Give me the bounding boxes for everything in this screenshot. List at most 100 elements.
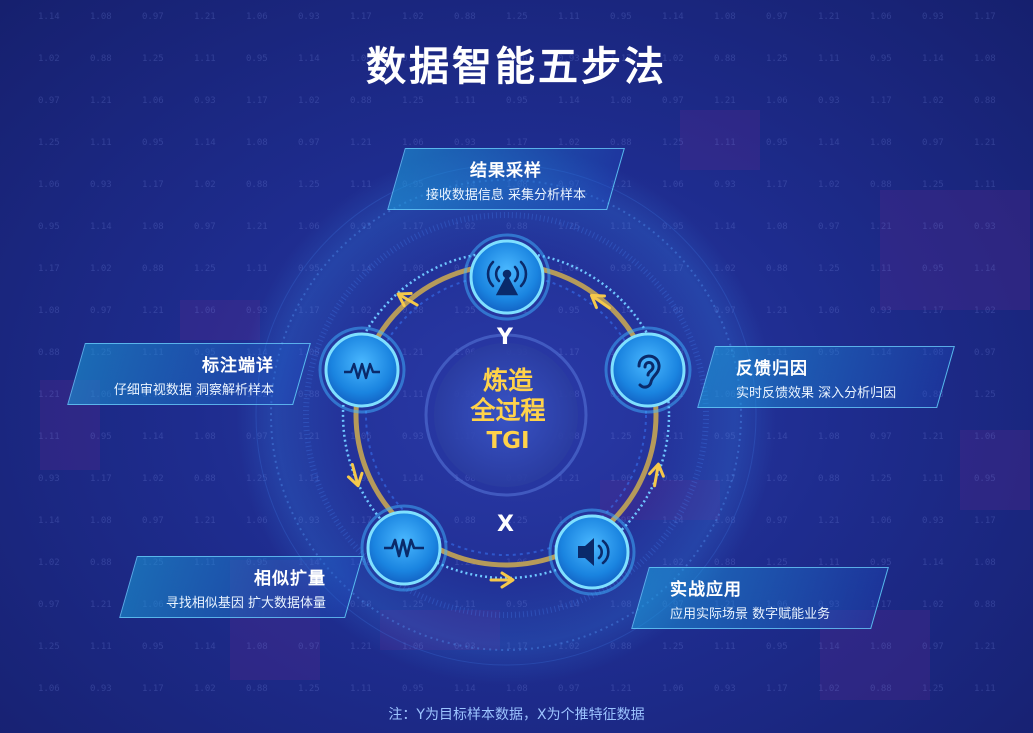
- center-label: 炼造 全过程 TGI: [438, 366, 578, 456]
- background-number: 1.17: [142, 684, 164, 694]
- background-number: 1.06: [974, 432, 996, 442]
- background-number: 1.06: [766, 96, 788, 106]
- background-number: 1.21: [922, 432, 944, 442]
- background-number: 1.25: [662, 642, 684, 652]
- background-number: 1.11: [870, 264, 892, 274]
- background-number: 1.17: [350, 12, 372, 22]
- background-number: 1.08: [246, 642, 268, 652]
- background-number: 1.11: [558, 12, 580, 22]
- speaker-icon: [578, 538, 610, 566]
- background-number: 0.97: [818, 222, 840, 232]
- background-number: 1.08: [766, 222, 788, 232]
- arrow-left: [346, 462, 364, 488]
- background-number: 1.06: [922, 222, 944, 232]
- background-number: 1.11: [90, 138, 112, 148]
- background-number: 1.11: [974, 180, 996, 190]
- background-number: 1.21: [90, 96, 112, 106]
- background-number: 0.88: [870, 684, 892, 694]
- background-number: 0.95: [870, 558, 892, 568]
- background-number: 1.17: [922, 306, 944, 316]
- background-number: 1.02: [402, 12, 424, 22]
- background-number: 1.06: [506, 54, 528, 64]
- background-number: 1.25: [922, 684, 944, 694]
- background-number: 0.95: [610, 12, 632, 22]
- node-practical-application: [548, 508, 636, 596]
- background-number: 1.14: [454, 684, 476, 694]
- mid-ring-dotted: [303, 212, 709, 618]
- background-shaded-cell: [960, 430, 1030, 510]
- background-number: 1.11: [90, 642, 112, 652]
- background-number: 1.25: [298, 180, 320, 190]
- background-number: 1.25: [506, 12, 528, 22]
- background-number: 1.21: [246, 222, 268, 232]
- background-number: 1.02: [922, 600, 944, 610]
- background-number: 1.25: [38, 642, 60, 652]
- background-number: 1.14: [818, 138, 840, 148]
- background-number: 0.88: [974, 600, 996, 610]
- background-number: 1.11: [714, 642, 736, 652]
- background-number: 1.17: [142, 180, 164, 190]
- background-number: 1.08: [90, 516, 112, 526]
- background-number: 0.88: [870, 180, 892, 190]
- background-number: 1.11: [922, 474, 944, 484]
- background-number: 1.17: [766, 684, 788, 694]
- background-number: 0.93: [90, 684, 112, 694]
- y-axis-label: Y: [497, 325, 513, 350]
- background-number: 1.17: [610, 54, 632, 64]
- background-number: 1.25: [662, 138, 684, 148]
- background-number: 1.17: [974, 12, 996, 22]
- background-number: 1.25: [194, 264, 216, 274]
- background-number: 1.14: [38, 516, 60, 526]
- step-desc: 实时反馈效果 深入分析归因: [736, 386, 897, 401]
- background-number: 1.02: [298, 96, 320, 106]
- background-number: 1.11: [194, 54, 216, 64]
- background-number: 1.06: [142, 96, 164, 106]
- background-number: 1.14: [922, 558, 944, 568]
- background-number: 1.02: [922, 96, 944, 106]
- background-number: 0.88: [90, 54, 112, 64]
- background-number: 1.25: [766, 558, 788, 568]
- background-number: 1.14: [818, 642, 840, 652]
- background-number: 1.17: [90, 474, 112, 484]
- background-shaded-cell: [180, 300, 260, 340]
- node-feedback-attribution: [604, 326, 692, 414]
- background-number: 0.97: [142, 516, 164, 526]
- background-number: 1.08: [194, 432, 216, 442]
- background-number: 1.14: [142, 432, 164, 442]
- background-number: 0.93: [714, 684, 736, 694]
- background-number: 0.95: [766, 642, 788, 652]
- background-number: 0.97: [402, 54, 424, 64]
- background-number: 1.14: [922, 54, 944, 64]
- background-number: 1.21: [974, 642, 996, 652]
- background-number: 0.93: [298, 12, 320, 22]
- background-number: 1.21: [766, 306, 788, 316]
- center-label-line1: 炼造: [482, 366, 533, 395]
- background-number: 1.02: [558, 138, 580, 148]
- step-card-practical-application: 实战应用 应用实际场景 数字赋能业务: [631, 567, 889, 629]
- background-number: 1.14: [558, 96, 580, 106]
- background-number: 0.93: [974, 222, 996, 232]
- background-number: 0.97: [298, 138, 320, 148]
- background-number: 1.08: [974, 558, 996, 568]
- background-number: 1.11: [818, 558, 840, 568]
- background-number: 1.11: [38, 432, 60, 442]
- background-number: 0.93: [454, 138, 476, 148]
- background-number: 1.14: [662, 12, 684, 22]
- background-number: 1.17: [506, 138, 528, 148]
- background-number: 1.06: [298, 222, 320, 232]
- background-number: 1.02: [974, 306, 996, 316]
- step-card-feedback-attribution: 反馈归因 实时反馈效果 深入分析归因: [697, 346, 955, 408]
- background-number: 0.88: [90, 558, 112, 568]
- background-number: 0.97: [90, 306, 112, 316]
- background-number: 1.02: [194, 684, 216, 694]
- background-number: 1.14: [298, 54, 320, 64]
- center-disc-rim: [424, 333, 588, 497]
- background-number: 0.97: [558, 684, 580, 694]
- background-number: 0.95: [402, 684, 424, 694]
- background-number: 1.25: [870, 474, 892, 484]
- background-number: 0.88: [38, 348, 60, 358]
- background-number: 1.08: [246, 138, 268, 148]
- background-number: 1.11: [714, 138, 736, 148]
- background-number: 1.25: [974, 390, 996, 400]
